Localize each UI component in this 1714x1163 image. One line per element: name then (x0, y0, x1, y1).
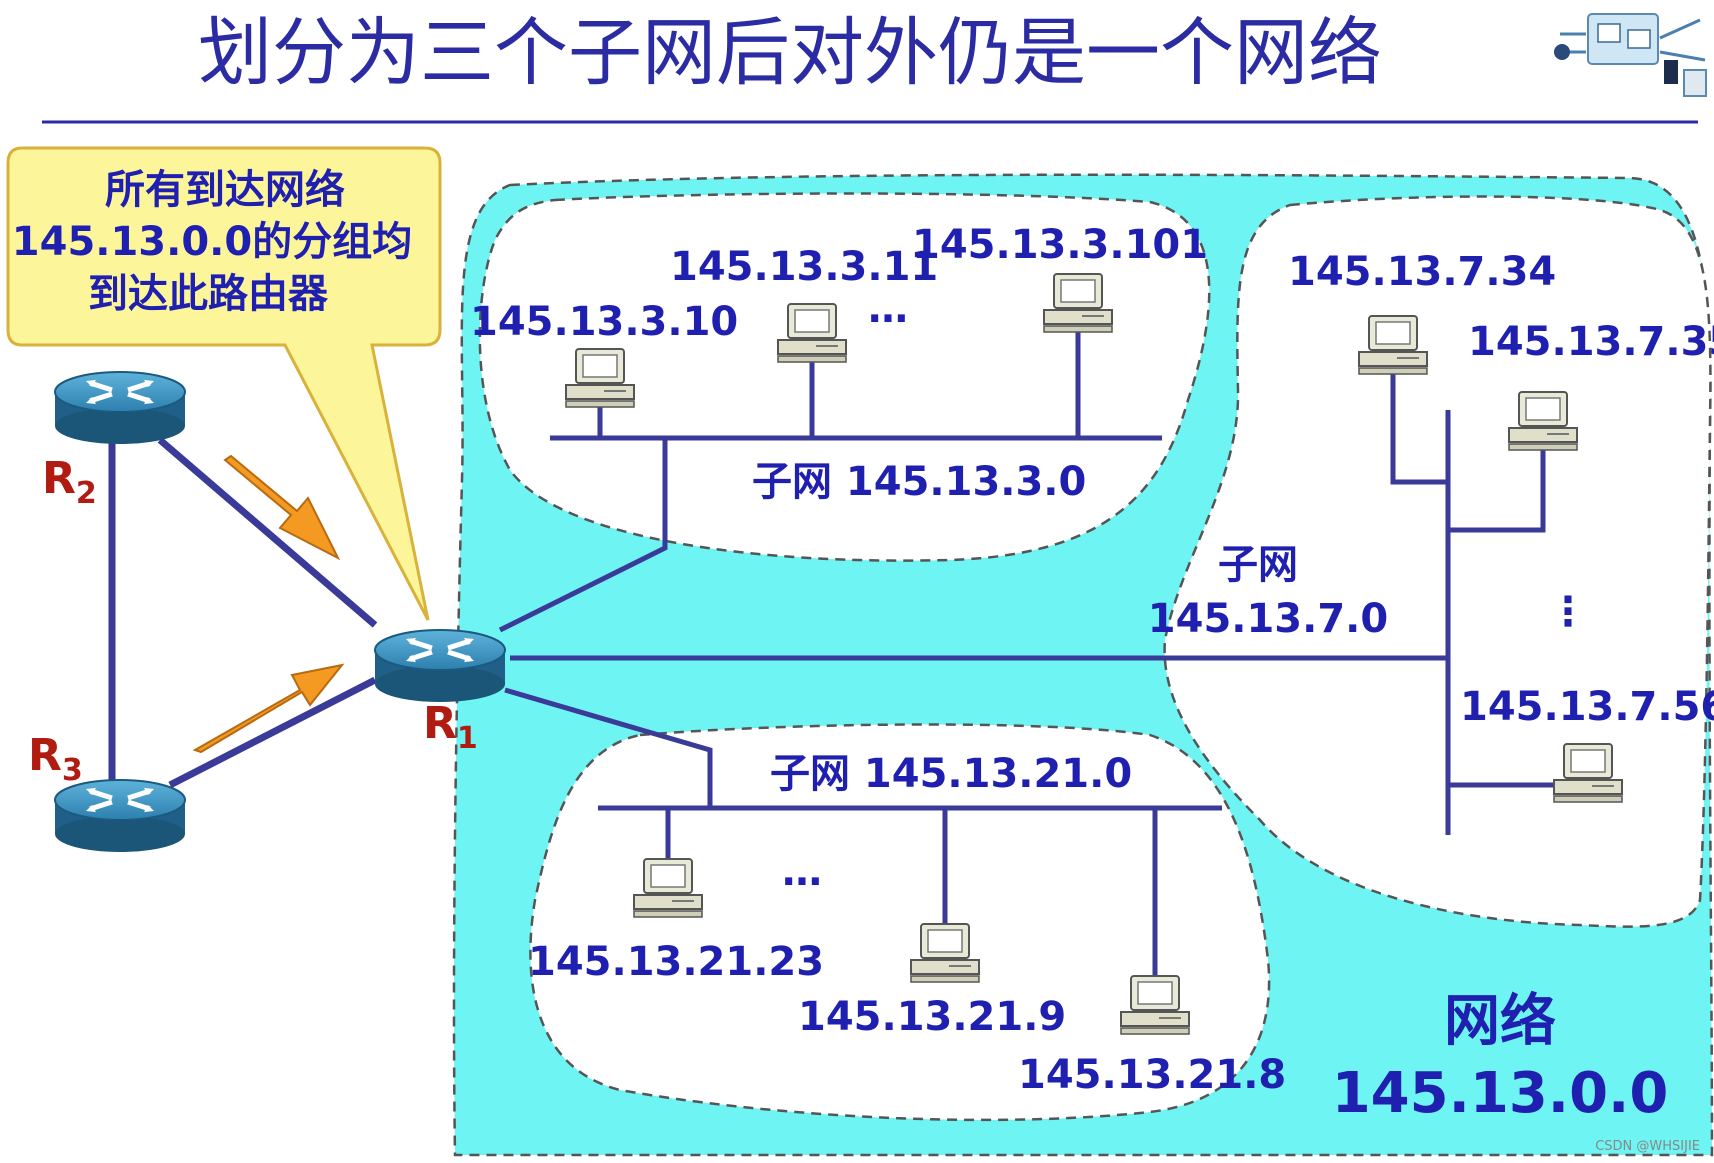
host-145-13-7-56: 145.13.7.56 (1460, 684, 1714, 730)
router-icon (55, 780, 185, 852)
router-icon (375, 630, 505, 702)
host-145-13-21-8: 145.13.21.8 (1018, 1052, 1286, 1098)
subnet-7-ellipsis: ⋮ (1548, 589, 1588, 635)
watermark: CSDN @WHSIJIE (1595, 1139, 1700, 1154)
host-145-13-3-11: 145.13.3.11 (670, 244, 938, 290)
page-title: 划分为三个子网后对外仍是一个网络 (198, 10, 1382, 96)
subnet-3-bus (550, 330, 1162, 441)
host-145-13-7-35: 145.13.7.35 (1468, 319, 1714, 365)
arrow-from-r3 (192, 663, 345, 754)
callout-line-2: 145.13.0.0的分组均 (12, 219, 412, 265)
subnet-21-ellipsis: … (782, 849, 822, 895)
host-145-13-7-34: 145.13.7.34 (1288, 249, 1556, 295)
subnet-7-label-line-2: 145.13.7.0 (1148, 596, 1388, 642)
arrow-from-r2 (223, 454, 341, 561)
subnet-7-label-line-1: 子网 (1218, 542, 1298, 588)
network-icon (1554, 13, 1707, 97)
router-r2-label: R2 (42, 453, 97, 511)
subnet-21-label: 子网 145.13.21.0 (770, 751, 1132, 797)
router-r3[interactable] (55, 780, 185, 852)
subnet-145-13-3-0-area (478, 192, 1211, 562)
computer-icon[interactable] (1120, 975, 1190, 1035)
router-r1[interactable] (375, 630, 505, 702)
router-r3-label: R3 (28, 730, 83, 788)
packet-arrows (192, 454, 345, 754)
computer-icon[interactable] (1358, 315, 1428, 375)
callout-box: 所有到达网络 145.13.0.0的分组均 到达此路由器 (6, 146, 442, 621)
computer-icon[interactable] (633, 858, 703, 918)
network-label-line-1: 网络 (1444, 989, 1556, 1054)
router-r1-label: R1 (423, 698, 478, 756)
router-icon (55, 372, 185, 444)
computer-icon[interactable] (777, 303, 847, 363)
host-145-13-3-10: 145.13.3.10 (470, 299, 738, 345)
callout-line-1: 所有到达网络 (105, 167, 345, 213)
router-links (108, 430, 378, 789)
computer-icon[interactable] (1043, 273, 1113, 333)
host-145-13-21-23: 145.13.21.23 (528, 939, 824, 985)
computer-icon[interactable] (565, 348, 635, 408)
subnet-3-label: 子网 145.13.3.0 (752, 459, 1086, 505)
router-r2[interactable] (55, 372, 185, 444)
subnet-145-13-21-0-area (529, 723, 1271, 1122)
subnet-links (498, 438, 1448, 808)
computer-icon[interactable] (910, 923, 980, 983)
network-label-line-2: 145.13.0.0 (1332, 1061, 1669, 1126)
subnet-3-ellipsis: … (868, 286, 908, 332)
host-145-13-21-9: 145.13.21.9 (798, 994, 1066, 1040)
subnet-21-bus (598, 805, 1222, 975)
callout-line-3: 到达此路由器 (88, 271, 329, 317)
computer-icon[interactable] (1508, 391, 1578, 451)
computer-icon[interactable] (1553, 743, 1623, 803)
host-145-13-3-101: 145.13.3.101 (912, 222, 1208, 268)
